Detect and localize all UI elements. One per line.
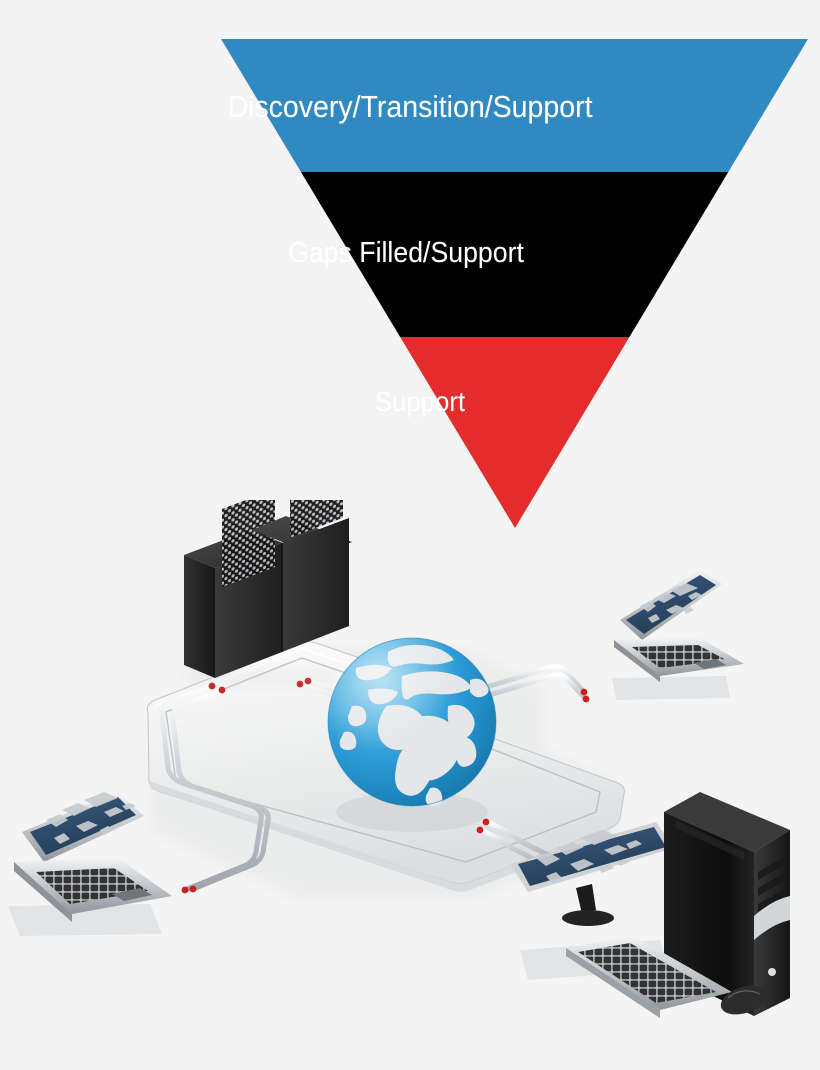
- funnel-svg: [0, 0, 820, 528]
- network-svg: [8, 500, 790, 1020]
- connection-tube: [170, 687, 271, 892]
- laptop-screen-map: [640, 583, 702, 623]
- connection-tube: [483, 819, 569, 867]
- funnel-label-gaps: Gaps Filled/Support: [288, 237, 524, 269]
- keyboard[interactable]: [566, 936, 732, 1018]
- desktop-pc[interactable]: [510, 792, 790, 1020]
- laptop-screen-map: [46, 792, 136, 844]
- funnel-label-discovery: Discovery/Transition/Support: [227, 89, 593, 124]
- server-rack[interactable]: [182, 500, 352, 686]
- network-diagram: [0, 500, 820, 1070]
- monitor-screen-map: [536, 830, 642, 883]
- laptop-right[interactable]: [612, 570, 744, 700]
- funnel-label-support: Support: [374, 386, 466, 417]
- connection-tube: [477, 827, 563, 875]
- funnel-segment-0-shape[interactable]: [0, 0, 820, 172]
- mouse[interactable]: [717, 980, 771, 1020]
- globe[interactable]: [327, 637, 497, 832]
- funnel: Discovery/Transition/Support Gaps Filled…: [0, 0, 820, 528]
- laptop-left[interactable]: [8, 792, 172, 936]
